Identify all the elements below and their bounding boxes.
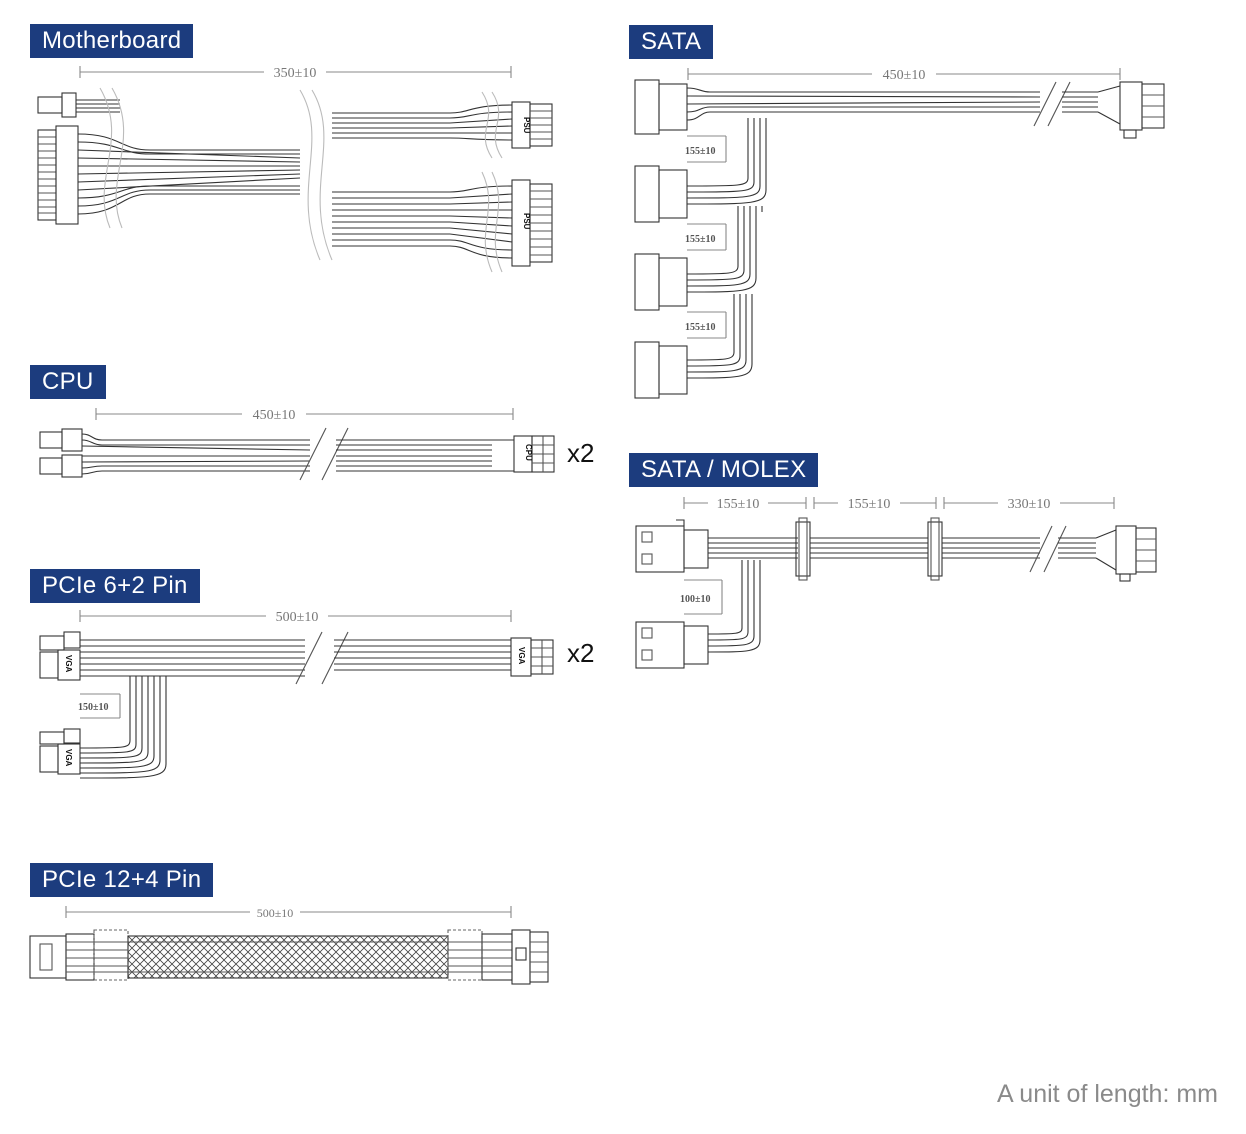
pcie62-title: PCIe 6+2 Pin [30,569,200,603]
sata-spacing-1: 155±10 [685,146,716,157]
sata-title: SATA [629,25,714,59]
sata-molex-title: SATA / MOLEX [629,453,819,487]
pcie62-length: 500±10 [276,610,319,625]
motherboard-length: 350±10 [274,66,317,81]
cpu-connector-label: CPU [524,444,533,461]
sata-molex-sub-length: 100±10 [680,594,711,605]
motherboard-title: Motherboard [30,24,194,58]
cpu-title: CPU [30,365,106,399]
vga-label-1: VGA [64,655,73,673]
cpu-count: x2 [567,438,595,468]
pcie62-sub-length: 150±10 [78,702,109,713]
sata-connector-1 [634,79,688,135]
unit-footnote: A unit of length: mm [997,1080,1218,1108]
sata-molex-length-3: 330±10 [1008,497,1051,512]
sata-connector-3 [634,253,688,311]
motherboard-dimension [79,66,512,78]
vga-label-3: VGA [64,749,73,767]
pcie62-diagram: 500±10 VGA VGA [39,610,554,779]
pcie62-count: x2 [567,638,595,668]
psu-label-1: PSU [522,117,531,134]
sata-molex-length-1: 155±10 [717,497,760,512]
sata-molex-length-2: 155±10 [848,497,891,512]
pcie124-title: PCIe 12+4 Pin [30,863,214,897]
sata-connector-4 [634,341,688,399]
vga-label-2: VGA [517,647,526,665]
psu-label-2: PSU [522,213,531,230]
sata-length: 450±10 [883,68,926,83]
pcie124-length: 500±10 [257,906,294,920]
sata-molex-diagram: 155±10 155±10 330±10 [635,497,1157,669]
sata-diagram: 450±10 [634,68,1165,399]
motherboard-diagram: 350±10 [37,66,553,273]
sata-spacing-2: 155±10 [685,234,716,245]
sata-connector-2 [634,165,688,223]
cpu-length: 450±10 [253,408,296,423]
cpu-diagram: 450±10 CPU [39,408,555,481]
sata-spacing-3: 155±10 [685,322,716,333]
pcie124-diagram: 500±10 [29,906,549,985]
